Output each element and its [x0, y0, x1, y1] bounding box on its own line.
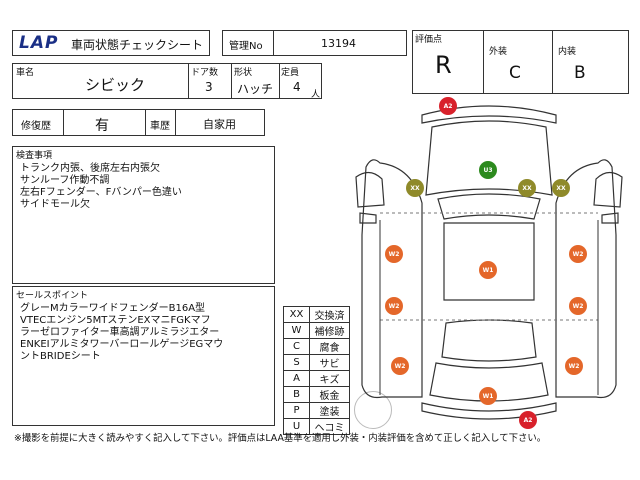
- management-no-label: 管理No: [229, 41, 263, 52]
- sales-point-line: ントBRIDEシート: [20, 351, 101, 362]
- legend-meaning: キズ: [309, 370, 350, 387]
- car-diagram: [355, 105, 623, 420]
- rear-bumper-outline: [421, 402, 557, 420]
- doors-value: 3: [205, 80, 213, 94]
- legend-meaning: 板金: [309, 386, 350, 403]
- damage-marker: XX: [406, 179, 424, 197]
- front-bumper-outline: [421, 105, 557, 124]
- legend-code: B: [283, 386, 310, 403]
- inspection-lines: トランク内張、後席左右内張欠 サンルーフ作動不調 左右Fフェンダー、Fバンパー色…: [20, 163, 182, 211]
- right-body-outline: [555, 159, 617, 399]
- sales-point-line: ENKEIアルミタワーバーロールゲージEGマウ: [20, 339, 224, 350]
- exterior-value: C: [509, 63, 521, 83]
- sales-points-lines: グレーMカラーワイドフェンダーB16A型 VTECエンジン5MTステンEXマニF…: [20, 303, 223, 363]
- sales-points-label: セールスポイント: [16, 291, 89, 301]
- exterior-label: 外装: [489, 47, 508, 57]
- legend-meaning: ヘコミ: [309, 418, 350, 435]
- stamp-circle: [354, 391, 392, 429]
- damage-marker: A2: [519, 411, 537, 429]
- vehicle-usage-value: 自家用: [203, 118, 236, 131]
- damage-marker: W2: [385, 245, 403, 263]
- capacity-label: 定員: [281, 68, 300, 78]
- inspection-line: トランク内張、後席左右内張欠: [20, 163, 160, 174]
- car-name-value: シビック: [85, 76, 146, 94]
- legend-meaning: 腐食: [309, 338, 350, 355]
- damage-marker: W1: [479, 261, 497, 279]
- damage-marker: A2: [439, 97, 457, 115]
- legend-code: P: [283, 402, 310, 419]
- sales-point-line: グレーMカラーワイドフェンダーB16A型: [20, 303, 206, 314]
- trunk-outline: [429, 362, 549, 402]
- left-mirror: [359, 212, 377, 224]
- damage-marker: XX: [552, 179, 570, 197]
- vehicle-usage-label: 車歴: [150, 121, 170, 132]
- footer-note: ※撮影を前提に大きく読みやすく記入して下さい。評価点はLAA基準を適用し外装・内…: [14, 433, 547, 444]
- lap-logo: LAP: [19, 33, 59, 53]
- inspection-label: 検査事項: [16, 151, 53, 161]
- repair-history-box: 修復歴 有 車歴 自家用: [12, 109, 265, 136]
- damage-marker: W2: [569, 297, 587, 315]
- damage-marker: W2: [565, 357, 583, 375]
- score-label: 評価点: [415, 35, 443, 45]
- left-front-fender: [355, 171, 385, 208]
- doors-label: ドア数: [191, 68, 219, 78]
- capacity-unit: 人: [311, 90, 321, 100]
- legend-meaning: サビ: [309, 354, 350, 371]
- windshield-outline: [437, 193, 541, 220]
- sales-point-line: VTECエンジン5MTステンEXマニFGKマフ: [20, 315, 211, 326]
- legend-code: A: [283, 370, 310, 387]
- legend-code: XX: [283, 306, 310, 323]
- legend-code: U: [283, 418, 310, 435]
- repair-history-label: 修復歴: [21, 121, 51, 132]
- interior-value: B: [574, 63, 586, 83]
- rear-window-outline: [441, 319, 537, 362]
- inspection-line: サンルーフ作動不調: [20, 175, 110, 186]
- grade-box: 評価点 R 外装 C 内装 B: [412, 30, 629, 94]
- legend-meaning: 交換済: [309, 306, 350, 323]
- damage-marker: W2: [385, 297, 403, 315]
- capacity-value: 4: [293, 80, 301, 94]
- hood-outline: [425, 120, 553, 196]
- roof-outline: [443, 222, 535, 301]
- car-name-label: 車名: [16, 68, 35, 78]
- damage-marker: W2: [569, 245, 587, 263]
- damage-marker: U3: [479, 161, 497, 179]
- inspection-line: 左右Fフェンダー、Fバンパー色違い: [20, 187, 182, 198]
- shape-value: ハッチ: [237, 82, 274, 96]
- inspection-line: サイドモール欠: [20, 199, 90, 210]
- vehicle-info-box: 車名 シビック ドア数 3 形状 ハッチ 定員 4 人: [12, 63, 322, 100]
- legend-meaning: 塗装: [309, 402, 350, 419]
- right-front-fender: [593, 171, 623, 208]
- legend-code: W: [283, 322, 310, 339]
- management-no-box: 管理No 13194: [222, 30, 407, 56]
- inspection-box: 検査事項 トランク内張、後席左右内張欠 サンルーフ作動不調 左右Fフェンダー、F…: [12, 146, 275, 284]
- legend-code: C: [283, 338, 310, 355]
- damage-marker: W2: [391, 357, 409, 375]
- left-body-outline: [361, 159, 423, 399]
- legend-code: S: [283, 354, 310, 371]
- management-no-value: 13194: [321, 37, 356, 50]
- interior-label: 内装: [558, 47, 577, 57]
- right-mirror: [601, 212, 619, 224]
- sales-points-box: セールスポイント グレーMカラーワイドフェンダーB16A型 VTECエンジン5M…: [12, 286, 275, 426]
- damage-marker: W1: [479, 387, 497, 405]
- sheet-title: 車両状態チェックシート: [71, 38, 204, 52]
- legend-meaning: 補修跡: [309, 322, 350, 339]
- shape-label: 形状: [234, 68, 253, 78]
- damage-marker: XX: [518, 179, 536, 197]
- header-title-box: LAP 車両状態チェックシート: [12, 30, 210, 56]
- repair-history-value: 有: [95, 118, 109, 134]
- sales-point-line: ラーゼロファイター車高調アルミラジエター: [20, 327, 220, 338]
- score-value: R: [435, 51, 452, 79]
